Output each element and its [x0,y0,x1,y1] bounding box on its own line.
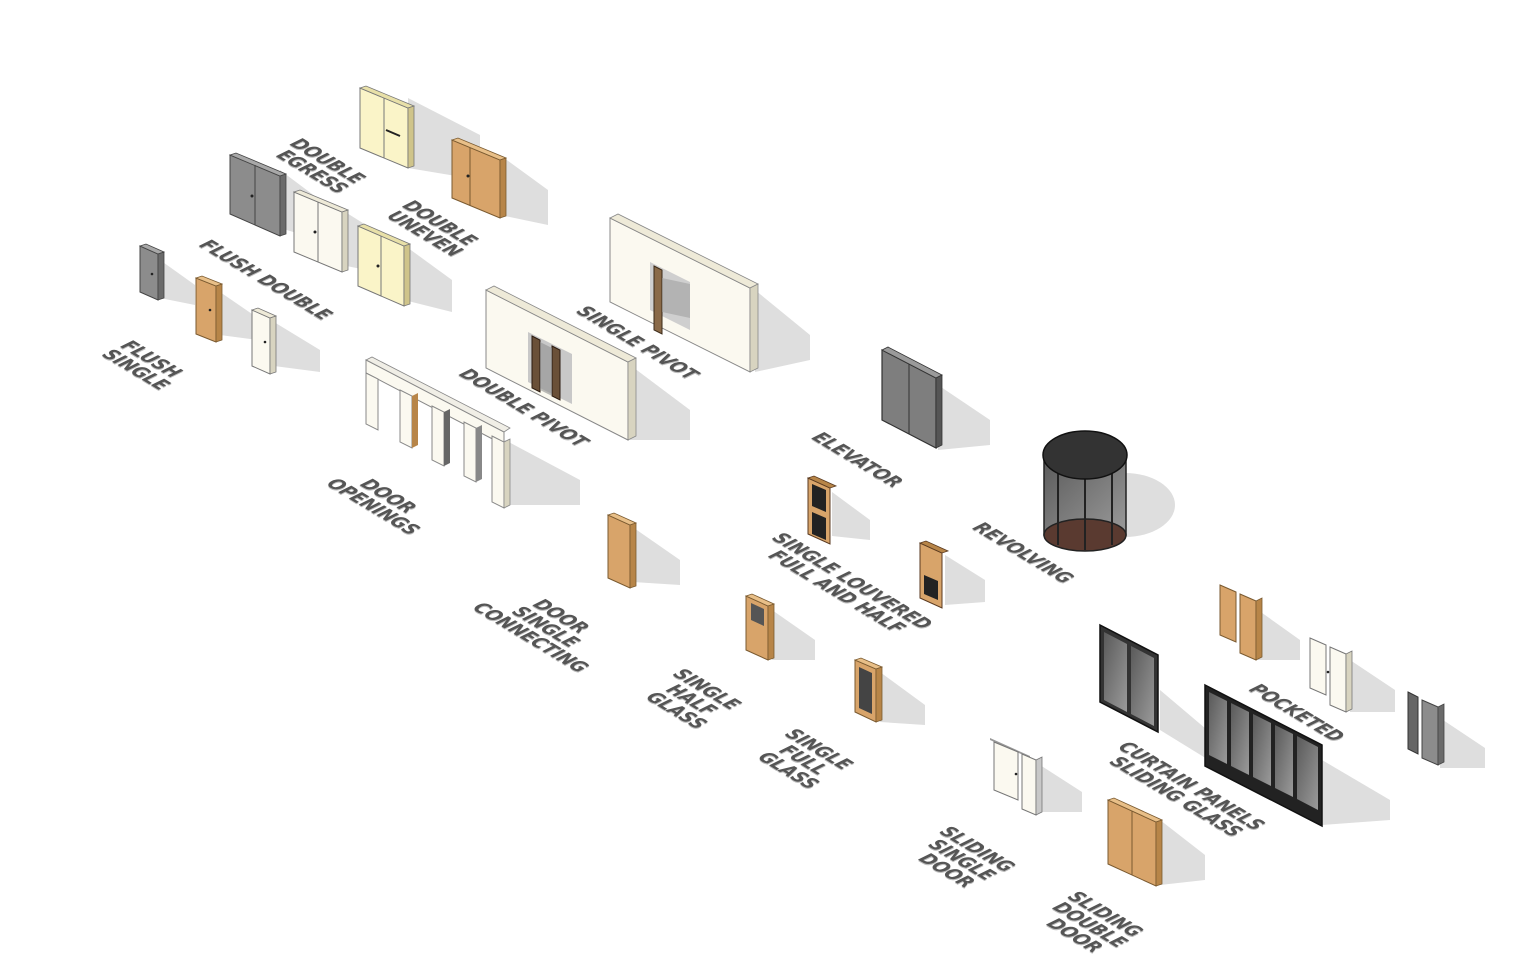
single-pivot-wall-door [609,213,810,373]
elevator-door [881,346,990,450]
single-full-glass-door [853,657,925,725]
single-louvered-half-door [918,540,985,609]
flush-single-gray-door [138,243,195,305]
double-pivot-wall-door [485,285,690,441]
flush-single-wood-door [194,275,258,343]
flush-single-white-door [250,307,320,375]
sliding-double-door [1106,797,1205,887]
door-openings-wall [365,356,580,509]
single-half-glass-door [744,593,815,661]
pocketed-white-door [1309,637,1395,713]
single-louvered-full-door [806,475,870,545]
flush-double-cream-door [356,223,452,312]
sliding-single-door [990,738,1082,816]
door-single-connecting [606,512,680,589]
revolving-door [1042,430,1175,552]
sliding-glass-multi-panel [1204,683,1390,828]
double-uneven-door [450,137,548,225]
pocketed-wood-door [1219,584,1300,661]
pocketed-gray-door [1407,691,1485,768]
